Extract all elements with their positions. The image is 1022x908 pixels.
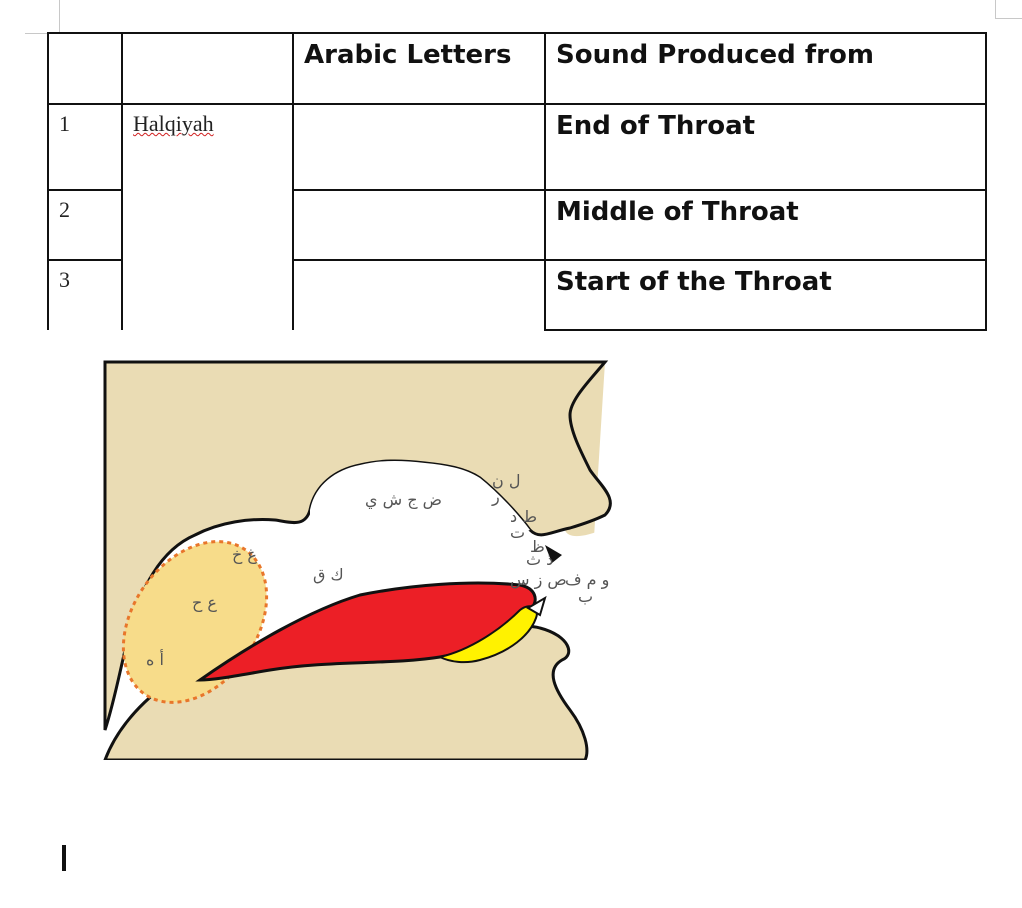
header-arabic-letters: Arabic Letters bbox=[304, 40, 512, 70]
crop-mark-right-h bbox=[995, 18, 1022, 19]
label-teeth-d: ذ ث bbox=[526, 550, 553, 569]
header-sound-produced-from: Sound Produced from bbox=[556, 40, 874, 70]
row-number-cell[interactable]: 1 bbox=[47, 103, 123, 191]
label-throat-top: غ خ bbox=[232, 545, 257, 565]
row-number-cell[interactable]: 3 bbox=[47, 259, 123, 330]
header-cell-number[interactable] bbox=[47, 32, 123, 105]
header-cell-arabic-letters[interactable]: Arabic Letters bbox=[292, 32, 546, 105]
sound-source-cell[interactable]: Start of the Throat bbox=[544, 259, 987, 331]
sound-source-cell[interactable]: End of Throat bbox=[544, 103, 987, 191]
vocal-tract-diagram: غ خ ع ح أ ه ض ج ش ي ك ق ل ن ر ط د ت ظ ذ … bbox=[103, 360, 645, 760]
label-teeth-c: ظ bbox=[530, 537, 545, 556]
header-cell-sound-source[interactable]: Sound Produced from bbox=[544, 32, 987, 105]
makhraj-table: Arabic Letters Sound Produced from 1 Hal… bbox=[47, 32, 987, 331]
label-lips-b: ب bbox=[578, 587, 593, 606]
crop-mark-right-v bbox=[995, 0, 996, 18]
arabic-letters-cell[interactable] bbox=[292, 189, 546, 261]
label-throat-mid: ع ح bbox=[192, 593, 217, 613]
table-row: 3 Start of the Throat bbox=[47, 259, 987, 331]
arabic-letters-cell[interactable] bbox=[292, 103, 546, 191]
label-ridge-a: ل ن bbox=[492, 471, 520, 490]
label-throat-low: أ ه bbox=[146, 649, 164, 669]
label-ridge-b: ر bbox=[491, 487, 500, 507]
lower-teeth bbox=[526, 595, 547, 617]
label-teeth-b: ت bbox=[510, 523, 525, 542]
sound-source-cell[interactable]: Middle of Throat bbox=[544, 189, 987, 261]
table-row: 2 Middle of Throat bbox=[47, 189, 987, 261]
category-cell[interactable]: Halqiyah bbox=[121, 103, 294, 330]
table-row: 1 Halqiyah End of Throat bbox=[47, 103, 987, 330]
label-teeth-a: ط د bbox=[510, 507, 537, 526]
category-label: Halqiyah bbox=[133, 111, 214, 136]
palate-space bbox=[310, 460, 530, 567]
arabic-letters-cell[interactable] bbox=[292, 259, 546, 330]
label-lips-a: و م ف bbox=[565, 570, 609, 590]
label-palate: ض ج ش ي bbox=[365, 490, 442, 510]
table-header-row: Arabic Letters Sound Produced from bbox=[47, 32, 987, 105]
label-back-tongue: ك ق bbox=[313, 565, 344, 584]
upper-teeth bbox=[545, 545, 562, 563]
crop-mark-left-v bbox=[59, 0, 60, 34]
header-cell-category[interactable] bbox=[121, 32, 294, 105]
label-tip: ص ز س bbox=[510, 570, 567, 590]
crop-mark-left-h bbox=[25, 33, 59, 34]
row-number-cell[interactable]: 2 bbox=[47, 189, 123, 261]
text-cursor bbox=[62, 845, 66, 871]
tongue-tip bbox=[437, 605, 538, 664]
